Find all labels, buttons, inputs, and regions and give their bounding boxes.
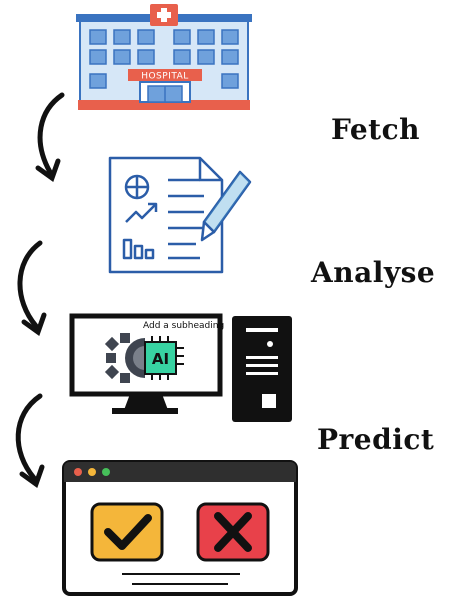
window-text-lines (122, 573, 240, 585)
curved-arrow-icon (17, 240, 47, 336)
step-label-predict: Predict (317, 423, 435, 456)
medical-cross-icon (150, 4, 178, 26)
ai-gear-icon (104, 333, 145, 383)
step-label-fetch: Fetch (331, 113, 421, 146)
hospital-entrance (139, 81, 191, 103)
ai-chip-icon: AI (144, 336, 184, 380)
window-dot-red (74, 468, 82, 476)
hospital-icon: HOSPITAL (76, 4, 252, 110)
report-document-icon (108, 156, 224, 274)
curved-arrow-icon (15, 393, 45, 488)
hospital-sign-text: HOSPITAL (141, 72, 189, 82)
pencil-icon (200, 170, 252, 242)
cross-icon (196, 502, 270, 562)
hospital-sign: HOSPITAL (128, 69, 202, 82)
computer-tower (232, 316, 292, 422)
step-label-analyse: Analyse (311, 256, 436, 289)
screen-caption: Add a subheading (143, 321, 224, 331)
window-dot-yellow (88, 468, 96, 476)
checkmark-icon (90, 502, 164, 562)
ai-chip-label: AI (152, 350, 169, 368)
window-dot-green (102, 468, 110, 476)
curved-arrow-icon (35, 92, 65, 182)
